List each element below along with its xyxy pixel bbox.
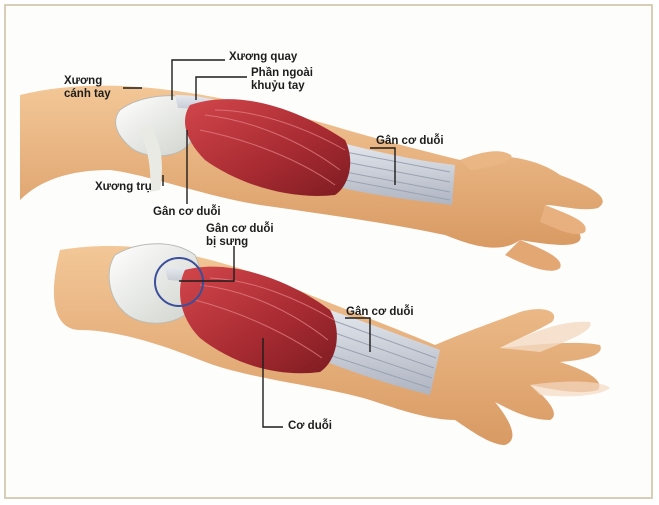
extensor-muscle-label: Cơ duỗi bbox=[288, 420, 332, 433]
top-arm bbox=[20, 86, 603, 271]
extensor-tendon-elbow-label: Gân cơ duỗi bbox=[153, 206, 221, 219]
extensor-tendon-top-label: Gân cơ duỗi bbox=[376, 135, 444, 148]
radius-label: Xương quay bbox=[229, 51, 297, 64]
swollen-tendon-label: Gân cơ duỗi bị sưng bbox=[206, 223, 274, 249]
lateral-epicondyle-label: Phần ngoài khuỷu tay bbox=[251, 67, 313, 93]
humerus-label: Xương cánh tay bbox=[64, 75, 111, 101]
extensor-tendon-bottom-label: Gân cơ duỗi bbox=[346, 306, 414, 319]
ulna-label: Xương trụ bbox=[95, 181, 152, 194]
bottom-arm bbox=[54, 244, 610, 445]
